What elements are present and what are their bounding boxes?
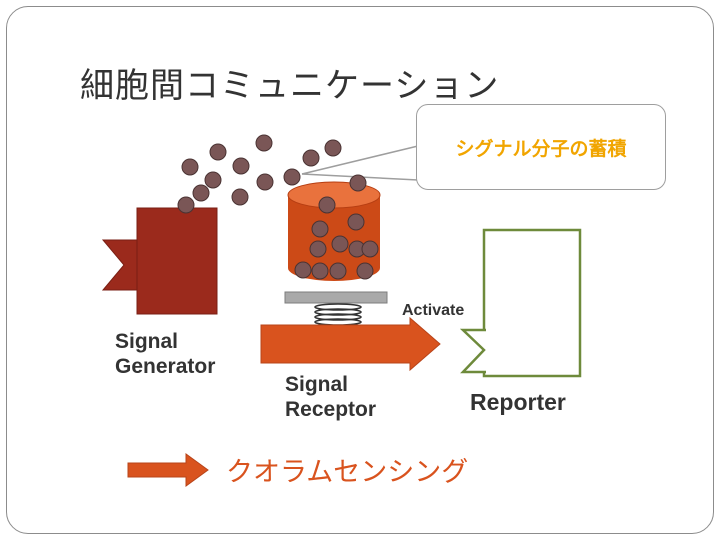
signal-generator — [101, 207, 218, 315]
signal-generator-label: Signal Generator — [115, 330, 215, 380]
generator-notch-shape — [101, 239, 140, 291]
receptor-plate — [284, 291, 388, 304]
signal-receptor-label-line2: Receptor — [285, 397, 377, 421]
signal-molecule — [361, 240, 379, 258]
signal-molecule — [204, 171, 222, 189]
slide-frame — [6, 6, 714, 534]
callout-pointer-line-upper — [301, 145, 419, 175]
slide-title: 細胞間コミュニケーション — [80, 66, 500, 106]
signal-molecule — [329, 262, 347, 280]
signal-molecule — [331, 235, 349, 253]
activate-label: Activate — [402, 302, 465, 319]
signal-molecule — [209, 143, 227, 161]
reporter — [459, 228, 582, 378]
signal-receptor-arrow — [260, 316, 441, 372]
quorum-sensing-label: クオラムセンシング — [226, 457, 469, 488]
callout-text: シグナル分子の蓄積 — [455, 137, 627, 160]
signal-molecule — [311, 262, 329, 280]
signal-molecule — [356, 262, 374, 280]
signal-molecule — [232, 157, 250, 175]
signal-molecule — [318, 196, 336, 214]
signal-molecule — [231, 188, 249, 206]
signal-molecule — [309, 240, 327, 258]
signal-molecule — [349, 174, 367, 192]
signal-molecule — [255, 134, 273, 152]
signal-generator-label-line2: Generator — [115, 354, 216, 378]
signal-molecule — [177, 196, 195, 214]
signal-molecule — [256, 173, 274, 191]
signal-molecules — [177, 134, 379, 280]
signal-molecule — [192, 184, 210, 202]
signal-molecule — [311, 220, 329, 238]
signal-generator-label-line1: Signal — [115, 330, 179, 353]
signal-molecule — [324, 139, 342, 157]
signal-molecule — [302, 149, 320, 167]
signal-molecule — [347, 213, 365, 231]
signal-molecule — [283, 168, 301, 186]
signal-molecule — [181, 158, 199, 176]
signal-molecule — [294, 261, 312, 279]
reporter-notch — [459, 328, 486, 374]
reporter-box — [482, 228, 582, 378]
generator-body — [136, 207, 218, 315]
spring-icon — [314, 303, 362, 326]
legend-arrow — [127, 453, 209, 487]
reporter-label: Reporter — [470, 389, 566, 415]
signal-receptor-label: Signal Receptor — [285, 373, 376, 423]
callout-box: シグナル分子の蓄積 — [416, 104, 666, 190]
signal-receptor-label-line1: Signal — [285, 373, 349, 396]
